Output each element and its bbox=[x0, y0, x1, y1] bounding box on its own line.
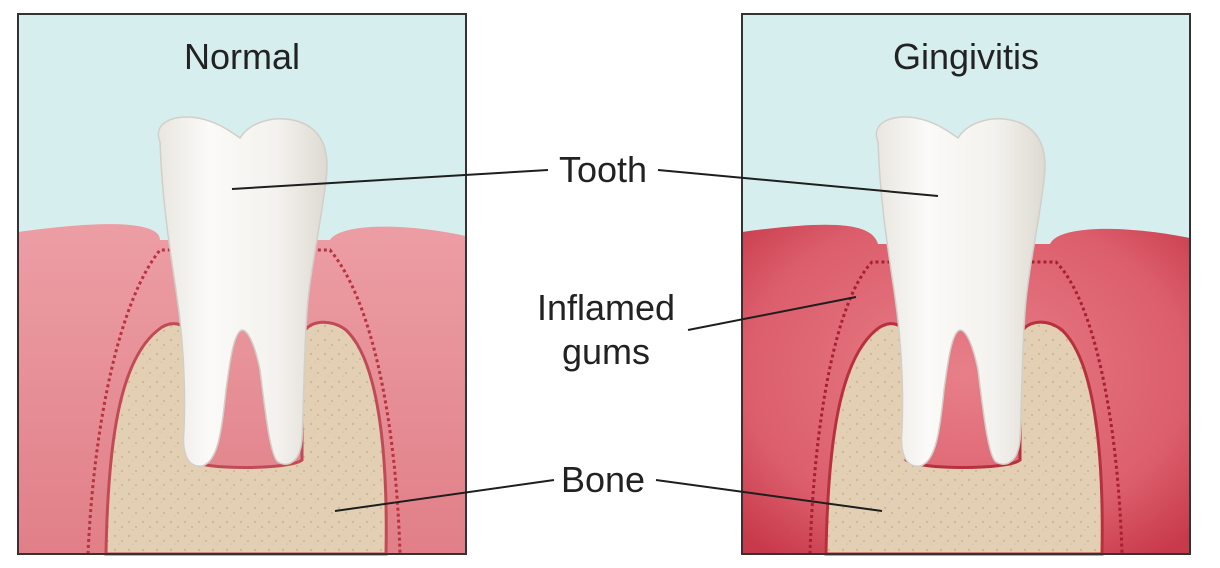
normal-tooth bbox=[157, 116, 328, 467]
tooth-leader-left bbox=[231, 169, 549, 190]
tooth-leader-right bbox=[657, 169, 939, 197]
gingivitis-tooth bbox=[875, 116, 1046, 467]
gingivitis-gum-edge bbox=[808, 260, 1124, 555]
gingivitis-panel-frame bbox=[741, 13, 1191, 555]
normal-panel-frame bbox=[17, 13, 467, 555]
normal-panel-title: Normal bbox=[184, 36, 300, 77]
tooth-label: Tooth bbox=[559, 149, 647, 190]
inflamed-gums-label-line2: gums bbox=[562, 331, 650, 372]
bone-leader-left bbox=[334, 479, 555, 512]
gingivitis-panel-title: Gingivitis bbox=[893, 36, 1039, 77]
callouts: Tooth Inflamed gums Bone bbox=[231, 149, 939, 512]
inflamed-gums-label-line1: Inflamed bbox=[537, 287, 675, 328]
normal-bone bbox=[104, 320, 388, 556]
inflamed-gums-leader bbox=[687, 296, 857, 331]
gingivitis-panel: Gingivitis bbox=[741, 13, 1191, 556]
normal-panel: Normal bbox=[17, 13, 467, 556]
bone-leader-right bbox=[655, 479, 883, 512]
gingivitis-bone bbox=[824, 320, 1104, 556]
bone-label: Bone bbox=[561, 459, 645, 500]
